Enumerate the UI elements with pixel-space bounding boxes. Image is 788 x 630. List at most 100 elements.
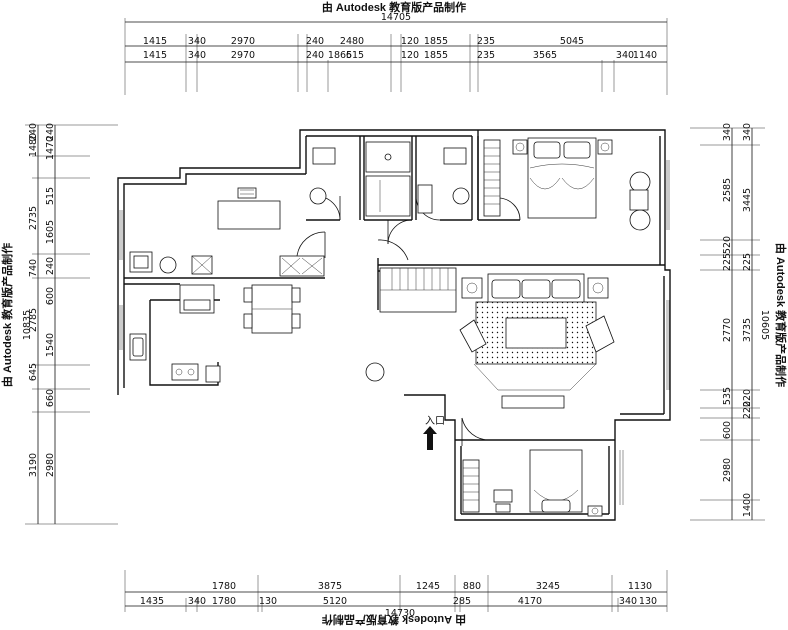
left-row1-value: 1480 <box>28 133 39 157</box>
left-row2-value: 2980 <box>45 453 56 477</box>
right-row1-value: 2585 <box>722 178 733 202</box>
top-row1-value: 1855 <box>424 36 448 47</box>
right-row2-value: 3735 <box>742 318 753 342</box>
right-row1-value: 600 <box>722 421 733 439</box>
right-row1-value: 535 <box>722 387 733 405</box>
top-row2-value: 2970 <box>231 50 255 61</box>
dining-set <box>179 284 301 334</box>
right-row2-value: 1400 <box>742 493 753 517</box>
bottom-row2-value: 285 <box>453 596 471 607</box>
left-row2-value: 600 <box>45 287 56 305</box>
top-row2-value: 240 <box>306 50 324 61</box>
dim-left-total: 10835 <box>22 310 33 340</box>
top-row2-value: 1855 <box>424 50 448 61</box>
bottom-row2-value: 130 <box>259 596 277 607</box>
left-row1-value: 645 <box>28 363 39 381</box>
top-row2-value: 1415 <box>143 50 167 61</box>
left-row1-value: 2785 <box>28 308 39 332</box>
right-row2-value: 220 <box>742 401 753 419</box>
right-row2-value: 340 <box>742 123 753 141</box>
right-row1-value: 520 <box>722 236 733 254</box>
top-row1-value: 5045 <box>560 36 584 47</box>
doors <box>296 195 521 446</box>
top-row1-value: 120 <box>401 36 419 47</box>
left-row1-value: 2735 <box>28 206 39 230</box>
master-bed <box>512 137 651 231</box>
right-row2-value: 220 <box>742 389 753 407</box>
top-row1-value: 2970 <box>231 36 255 47</box>
top-row1-value: 235 <box>477 36 495 47</box>
top-row1-value: 1415 <box>143 36 167 47</box>
bottom-row1-value: 3875 <box>318 581 342 592</box>
top-row2-value: 340 <box>188 50 206 61</box>
top-dimension-chains: 14705 1415 340 2970 240 2480 120 1855 235 5045 1… <box>124 12 668 95</box>
dim-top-total: 14705 <box>381 12 411 23</box>
left-row2-value: 1605 <box>45 220 56 244</box>
kitchen-lower <box>129 333 385 383</box>
wardrobe-top <box>483 139 501 217</box>
living-room-set <box>459 273 615 409</box>
top-row1-value: 2480 <box>340 36 364 47</box>
windows <box>119 160 670 505</box>
bottom-row2-value: 1780 <box>212 596 236 607</box>
entrance-label: 入口 <box>425 416 445 427</box>
second-bedroom <box>462 449 603 517</box>
left-row2-value: 240 <box>45 123 56 141</box>
top-row1-value: 240 <box>306 36 324 47</box>
bottom-row2-value: 130 <box>639 596 657 607</box>
bottom-row2-value: 340 <box>619 596 637 607</box>
entrance-marker: 入口 <box>423 416 445 450</box>
top-row1-value: 340 <box>188 36 206 47</box>
bottom-row2-value: 340 <box>188 596 206 607</box>
right-row1-value: 2980 <box>722 458 733 482</box>
top-row2-value: 235 <box>477 50 495 61</box>
right-row1-value: 340 <box>722 123 733 141</box>
left-row2-value: 515 <box>45 187 56 205</box>
left-row1-value: 740 <box>28 259 39 277</box>
bottom-dimension-chains: 14730 1780 3875 1245 880 3245 1130 1435 340 178… <box>124 570 668 619</box>
bottom-row2-value: 1435 <box>140 596 164 607</box>
bottom-row1-value: 3245 <box>536 581 560 592</box>
bottom-row2-value: 4170 <box>518 596 542 607</box>
entrance-arrow-icon <box>423 426 437 450</box>
top-row2-value: 3565 <box>533 50 557 61</box>
dim-right-total: 10605 <box>759 310 770 340</box>
bottom-row1-value: 1130 <box>628 581 652 592</box>
right-row2-value: 225 <box>742 253 753 271</box>
left-row2-value: 240 <box>45 257 56 275</box>
staircase <box>379 267 457 313</box>
dim-top-row1: 1415 340 2970 240 2480 120 1855 235 5045 <box>143 36 584 47</box>
right-row1-value: 225 <box>722 253 733 271</box>
right-row2-value: 3445 <box>742 188 753 212</box>
top-row2-value: 1140 <box>633 50 657 61</box>
bottom-row1-value: 1245 <box>416 581 440 592</box>
dining-table-top <box>217 187 281 230</box>
watermark-bottom: 由 Autodesk 教育版产品制作 <box>322 613 466 627</box>
left-row1-value: 240 <box>28 123 39 141</box>
left-row2-value: 1470 <box>45 136 56 160</box>
walls <box>117 129 671 521</box>
top-row2-value: 340 <box>616 50 634 61</box>
bottom-row1-value: 1780 <box>212 581 236 592</box>
left-row2-value: 1540 <box>45 333 56 357</box>
bathroom-fixtures <box>309 141 470 217</box>
bottom-row1-value: 880 <box>463 581 481 592</box>
top-row2-value: 1865 <box>328 50 352 61</box>
watermark-right: 由 Autodesk 教育版产品制作 <box>774 243 788 387</box>
left-row1-value: 3190 <box>28 453 39 477</box>
watermark-top: 由 Autodesk 教育版产品制作 <box>322 0 466 14</box>
top-row2-value: 615 <box>346 50 364 61</box>
dim-bottom-total: 14730 <box>385 608 415 619</box>
kitchen-counter-top <box>129 251 325 277</box>
right-row1-value: 2770 <box>722 318 733 342</box>
left-row2-value: 660 <box>45 389 56 407</box>
